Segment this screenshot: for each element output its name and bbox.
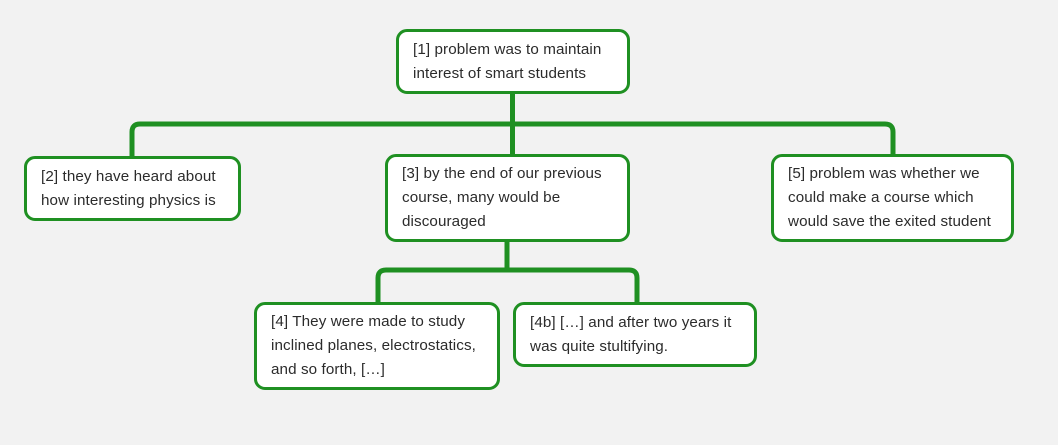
tree-node-3[interactable]: [3] by the end of our previous course, m… bbox=[385, 154, 630, 242]
tree-node-3-label: [3] by the end of our previous course, m… bbox=[402, 165, 602, 230]
edge-1-to-2 bbox=[129, 121, 513, 156]
tree-node-5[interactable]: [5] problem was whether we could make a … bbox=[771, 154, 1014, 242]
tree-node-5-label: [5] problem was whether we could make a … bbox=[788, 165, 991, 230]
tree-node-1[interactable]: [1] problem was to maintain interest of … bbox=[396, 29, 630, 94]
tree-node-4b-label: [4b] […] and after two years it was quit… bbox=[530, 313, 732, 355]
tree-node-2[interactable]: [2] they have heard about how interestin… bbox=[24, 156, 241, 221]
tree-node-4-label: [4] They were made to study inclined pla… bbox=[271, 313, 476, 378]
edge-3-to-4 bbox=[375, 267, 507, 302]
edge-1-to-5 bbox=[512, 121, 896, 154]
tree-node-4b[interactable]: [4b] […] and after two years it was quit… bbox=[513, 302, 757, 367]
tree-node-2-label: [2] they have heard about how interestin… bbox=[41, 167, 216, 209]
tree-node-1-label: [1] problem was to maintain interest of … bbox=[413, 40, 602, 82]
tree-node-4[interactable]: [4] They were made to study inclined pla… bbox=[254, 302, 500, 390]
edge-3-to-4b bbox=[507, 267, 640, 302]
